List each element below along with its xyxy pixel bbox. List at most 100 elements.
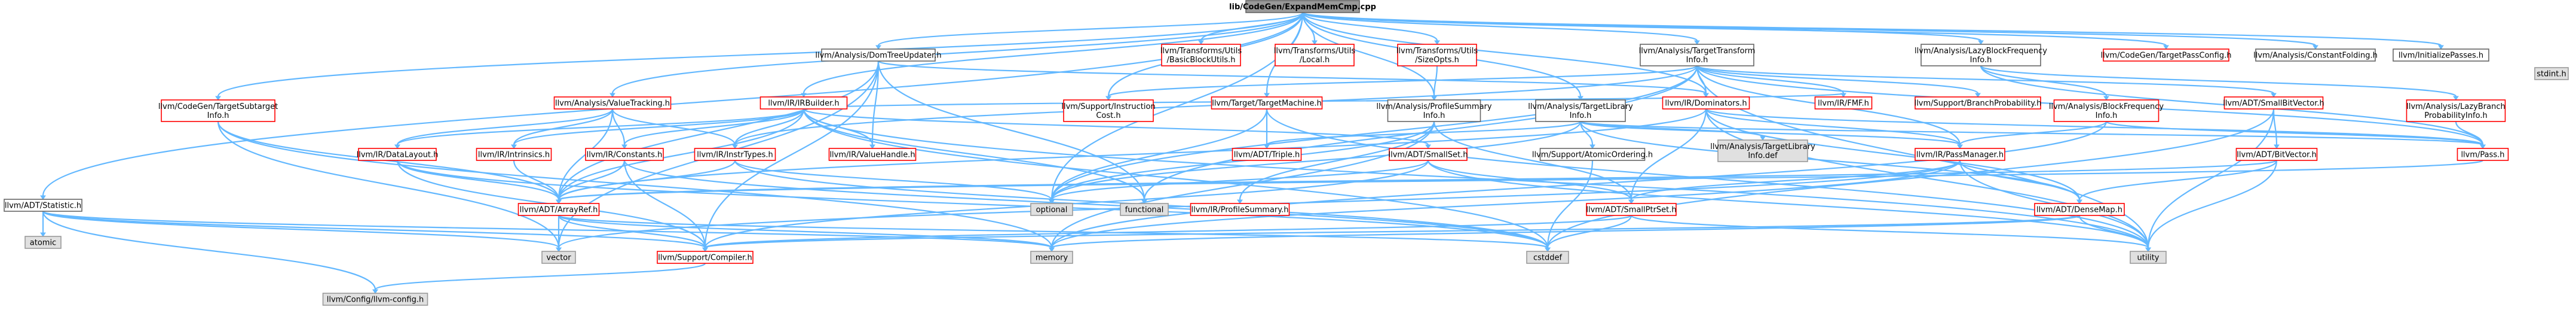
node-label: llvm/IR/InstrTypes.h bbox=[697, 151, 773, 160]
node-box bbox=[2130, 251, 2167, 264]
node-targetpassconfig[interactable]: llvm/CodeGen/TargetPassConfig.h bbox=[2100, 48, 2232, 62]
node-box bbox=[1640, 44, 1754, 66]
node-insttypes[interactable]: llvm/IR/InstrTypes.h bbox=[694, 148, 776, 161]
node-branchprob[interactable]: llvm/Support/BranchProbability.h bbox=[1915, 96, 2042, 110]
node-intrinsics[interactable]: llvm/IR/Intrinsics.h bbox=[476, 148, 552, 161]
node-atomic: atomic bbox=[24, 236, 62, 249]
node-box bbox=[161, 99, 275, 122]
edge-arrowhead bbox=[215, 96, 221, 101]
edge-arrowhead bbox=[2274, 144, 2280, 149]
node-label: stdint.h bbox=[2537, 70, 2566, 79]
node-tu-local[interactable]: llvm/Transforms/Utils/Local.h bbox=[1274, 44, 1356, 66]
node-irbuilder[interactable]: llvm/IR/IRBuilder.h bbox=[759, 96, 848, 110]
node-label: llvm/IR/PassManager.h bbox=[1916, 151, 2004, 160]
node-valuetracking[interactable]: llvm/Analysis/ValueTracking.h bbox=[553, 96, 672, 110]
node-label: llvm/ADT/ArrayRef.h bbox=[520, 206, 598, 215]
include-edge bbox=[2147, 160, 2278, 248]
node-smallptrset[interactable]: llvm/ADT/SmallPtrSet.h bbox=[1586, 203, 1677, 216]
edge-arrowhead bbox=[1760, 136, 1766, 141]
node-smallset[interactable]: llvm/ADT/SmallSet.h bbox=[1388, 148, 1468, 161]
include-edge bbox=[1546, 160, 1594, 248]
node-label: llvm/Analysis/TargetLibrary bbox=[1710, 142, 1815, 151]
node-box bbox=[1245, 0, 1360, 13]
node-lazybpi[interactable]: llvm/Analysis/LazyBranchProbabilityInfo.… bbox=[2406, 99, 2506, 122]
node-box bbox=[2393, 48, 2489, 62]
node-label: lib/CodeGen/ExpandMemCmp.cpp bbox=[1229, 3, 1376, 12]
node-box bbox=[541, 251, 576, 264]
include-edge bbox=[623, 160, 706, 248]
node-box bbox=[821, 48, 936, 62]
node-label: llvm/Analysis/TargetLibrary bbox=[1528, 102, 1633, 111]
edge-arrowhead bbox=[40, 195, 46, 200]
node-optional: optional bbox=[1030, 203, 1073, 216]
edge-arrowhead bbox=[1312, 40, 1318, 45]
node-statistic[interactable]: llvm/ADT/Statistic.h bbox=[4, 199, 82, 212]
node-constants[interactable]: llvm/IR/Constants.h bbox=[585, 148, 664, 161]
node-box bbox=[1161, 44, 1241, 66]
include-edge bbox=[877, 60, 1145, 200]
node-valuehandle[interactable]: llvm/IR/ValueHandle.h bbox=[828, 148, 917, 161]
include-edge bbox=[1630, 214, 2149, 249]
node-label: llvm/IR/ValueHandle.h bbox=[829, 151, 915, 160]
edge-arrowhead bbox=[1425, 144, 1431, 149]
edge-arrowhead bbox=[609, 93, 615, 98]
node-label: atomic bbox=[30, 239, 56, 248]
node-pass[interactable]: llvm/Pass.h bbox=[2456, 148, 2509, 161]
node-datalayout[interactable]: llvm/IR/DataLayout.h bbox=[357, 148, 439, 161]
edge-arrowhead bbox=[1545, 247, 1551, 252]
include-edge bbox=[2078, 160, 2278, 200]
include-edge bbox=[1301, 11, 1698, 42]
include-edge bbox=[558, 60, 880, 200]
node-passmanager[interactable]: llvm/IR/PassManager.h bbox=[1915, 148, 2005, 161]
include-edge bbox=[1050, 121, 2108, 248]
node-box bbox=[1814, 96, 1873, 110]
node-atomicordering[interactable]: llvm/Support/AtomicOrdering.h bbox=[1532, 148, 1653, 161]
include-edge bbox=[1301, 12, 1435, 97]
node-label: llvm/Support/Compiler.h bbox=[658, 254, 752, 263]
node-box bbox=[322, 293, 428, 306]
edge-arrowhead bbox=[1237, 199, 1243, 204]
node-fmf[interactable]: llvm/IR/FMF.h bbox=[1814, 96, 1873, 110]
include-edge bbox=[1427, 160, 2149, 248]
node-label: llvm/Pass.h bbox=[2461, 151, 2504, 160]
node-label: llvm/IR/FMF.h bbox=[1818, 99, 1869, 108]
edge-arrowhead bbox=[511, 144, 517, 149]
node-box bbox=[2053, 99, 2160, 122]
node-label: llvm/Analysis/ConstantFolding.h bbox=[2253, 51, 2378, 60]
node-initializepasses[interactable]: llvm/InitializePasses.h bbox=[2393, 48, 2489, 62]
node-domtree[interactable]: llvm/Analysis/DomTreeUpdater.h bbox=[815, 48, 942, 62]
node-bitvector[interactable]: llvm/ADT/BitVector.h bbox=[2235, 148, 2318, 161]
node-densemap[interactable]: llvm/ADT/DenseMap.h bbox=[2034, 203, 2125, 216]
node-triple[interactable]: llvm/ADT/Triple.h bbox=[1232, 148, 1302, 161]
node-box bbox=[2406, 99, 2506, 122]
node-dominators[interactable]: llvm/IR/Dominators.h bbox=[1662, 96, 1750, 110]
node-label: memory bbox=[1036, 254, 1068, 263]
node-box bbox=[1915, 96, 2041, 110]
node-label: llvm/Config/llvm-config.h bbox=[327, 296, 424, 305]
node-constantfolding[interactable]: llvm/Analysis/ConstantFolding.h bbox=[2253, 48, 2378, 62]
node-tu-sizeopts[interactable]: llvm/Transforms/Utils/SizeOpts.h bbox=[1396, 44, 1478, 66]
node-tu-block[interactable]: llvm/Transforms/Utils/BasicBlockUtils.h bbox=[1160, 44, 1242, 66]
node-compiler[interactable]: llvm/Support/Compiler.h bbox=[657, 251, 753, 264]
node-label: llvm/ADT/SmallPtrSet.h bbox=[1586, 206, 1676, 215]
node-label: llvm/Analysis/LazyBranch bbox=[2406, 102, 2505, 111]
node-box bbox=[1030, 203, 1073, 216]
node-label: llvm/Target/TargetMachine.h bbox=[1212, 99, 1322, 108]
edge-arrowhead bbox=[2438, 45, 2444, 50]
edge-arrowhead bbox=[2271, 93, 2277, 98]
node-targetmachine[interactable]: llvm/Target/TargetMachine.h bbox=[1211, 96, 1323, 110]
node-profilesummary[interactable]: llvm/IR/ProfileSummary.h bbox=[1190, 203, 1290, 216]
node-label: llvm/ADT/Triple.h bbox=[1234, 151, 1300, 160]
node-box bbox=[694, 148, 776, 161]
node-label: /BasicBlockUtils.h bbox=[1167, 56, 1236, 65]
node-arrayref[interactable]: llvm/ADT/ArrayRef.h bbox=[517, 203, 600, 216]
node-smallbitvector[interactable]: llvm/ADT/SmallBitVector.h bbox=[2223, 96, 2324, 110]
